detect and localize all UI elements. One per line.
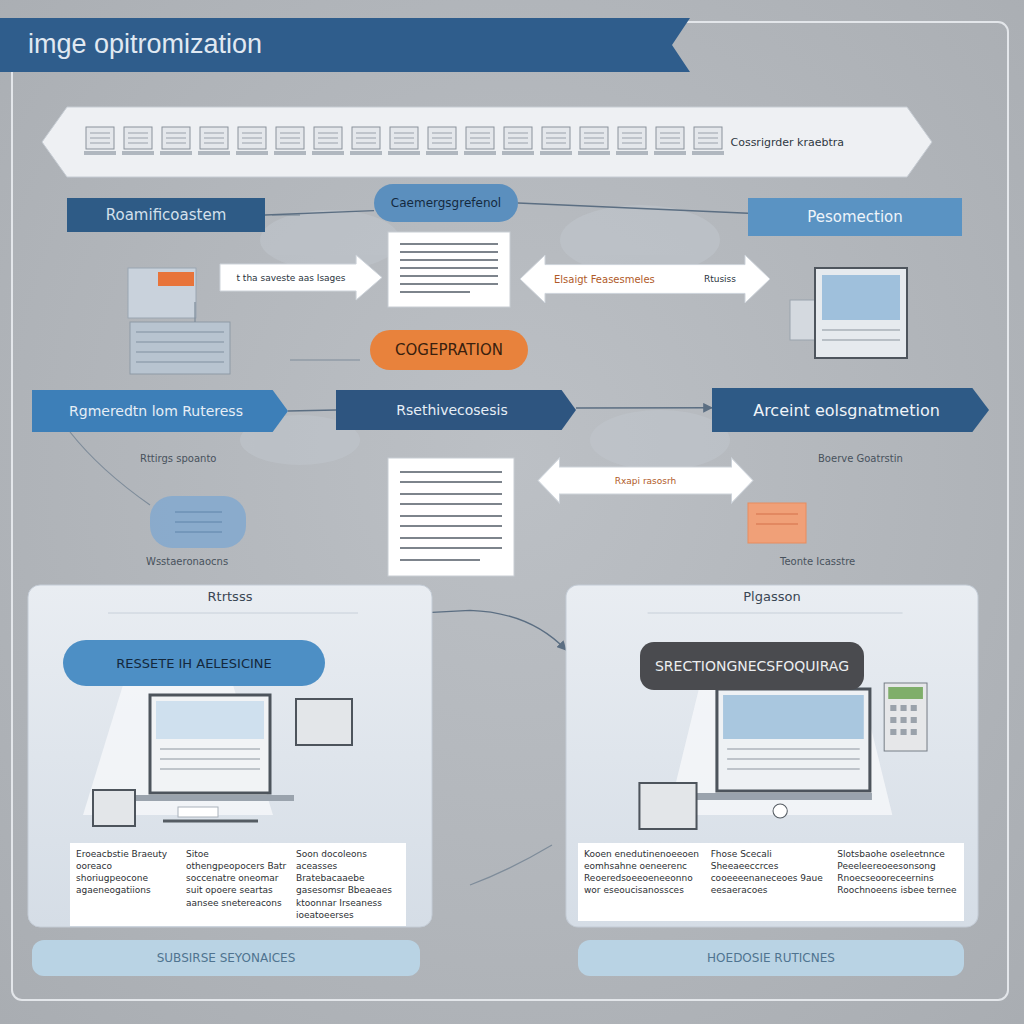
process-pill: Caemergsgrefenol bbox=[374, 184, 518, 222]
text-box: Kooen enedutinenoeeoen eomhsahne oeneere… bbox=[578, 843, 964, 921]
node-text: Rsethivecosesis bbox=[396, 402, 507, 418]
note-label: Rttirgs spoanto bbox=[140, 453, 216, 464]
note-label: Teonte Icasstre bbox=[780, 556, 855, 567]
process-pill: RESSETE IH AELESICINE bbox=[63, 640, 325, 686]
node-text: Pesomection bbox=[807, 208, 903, 226]
node-text: Rgmeredtn lom Ruteress bbox=[69, 403, 243, 419]
column-text: Sitoe othengpeopocers Batr soccenatre on… bbox=[186, 848, 290, 909]
banner-band: Cossrigrder kraebtra bbox=[42, 107, 932, 177]
connector bbox=[432, 610, 566, 650]
note-label: Wsstaeronaocns bbox=[146, 556, 228, 567]
panel: RtrtsssRESSETE IH AELESICINE Eroeacbstie … bbox=[28, 585, 432, 927]
node-text: HOEDOSIE RUTICNES bbox=[707, 951, 835, 965]
node-text: Rxapi rasosrh bbox=[615, 476, 677, 486]
process-pill: SRECTIONGNECSFOQUIRAG bbox=[640, 642, 864, 690]
node-text: RESSETE IH AELESICINE bbox=[116, 656, 272, 671]
text-box: Eroeacbstie Braeuty ooreaco shoriugpeoco… bbox=[70, 843, 406, 926]
node-text: Rtrtsss bbox=[208, 589, 253, 604]
node-text: Cossrigrder kraebtra bbox=[731, 136, 845, 149]
node-text: Caemergsgrefenol bbox=[391, 196, 501, 210]
note-label: Boerve Goatrstin bbox=[818, 453, 903, 464]
process-pill: COGEPRATION bbox=[370, 330, 528, 370]
process-box: Pesomection bbox=[748, 198, 962, 236]
column-text: Eroeacbstie Braeuty ooreaco shoriugpeoco… bbox=[76, 848, 180, 897]
node-text: t tha saveste aas Isages bbox=[236, 273, 345, 283]
connector bbox=[265, 211, 374, 215]
node-text: COGEPRATION bbox=[395, 341, 503, 359]
process-box: Roamificoastem bbox=[67, 198, 265, 232]
tag-box: Rgmeredtn lom Ruteress bbox=[32, 390, 288, 432]
column-text: Kooen enedutinenoeeoen eomhsahne oeneere… bbox=[584, 848, 705, 897]
node-text: Plgasson bbox=[743, 589, 800, 604]
diagram-title: imge opitromization bbox=[28, 29, 262, 60]
tag-box: Rsethivecosesis bbox=[336, 390, 576, 430]
connector bbox=[288, 410, 336, 411]
panel: PlgassonSRECTIONGNECSFOQUIRAG Kooen enedu… bbox=[566, 585, 978, 927]
connector bbox=[518, 203, 748, 213]
footer-bar: HOEDOSIE RUTICNES bbox=[578, 940, 964, 976]
footer-bar: SUBSIRSE SEYONAICES bbox=[32, 940, 420, 976]
double-arrow: Elsaigt Feasesmeles Rtusiss bbox=[520, 255, 770, 303]
column-text: Soon docoleons aceasses Bratebacaaebe ga… bbox=[296, 848, 400, 921]
node-text: Elsaigt Feasesmeles bbox=[554, 274, 655, 285]
node-text: SRECTIONGNECSFOQUIRAG bbox=[655, 658, 849, 674]
double-arrow: Rxapi rasosrh bbox=[538, 458, 753, 503]
node-text: SUBSIRSE SEYONAICES bbox=[157, 951, 296, 965]
node-text: Roamificoastem bbox=[106, 206, 227, 224]
column-text: Slotsbaohe oseleetnnce Peeeleereoeesonso… bbox=[837, 848, 958, 897]
connector bbox=[576, 407, 712, 409]
node-text: Arceint eolsgnatmetion bbox=[753, 401, 940, 420]
tag-box: Arceint eolsgnatmetion bbox=[712, 388, 989, 432]
block-arrow: t tha saveste aas Isages bbox=[220, 255, 382, 300]
node-text: Rtusiss bbox=[704, 274, 736, 284]
column-text: Fhose Scecali Sheeaeeccrces cooeeeenanec… bbox=[711, 848, 832, 897]
